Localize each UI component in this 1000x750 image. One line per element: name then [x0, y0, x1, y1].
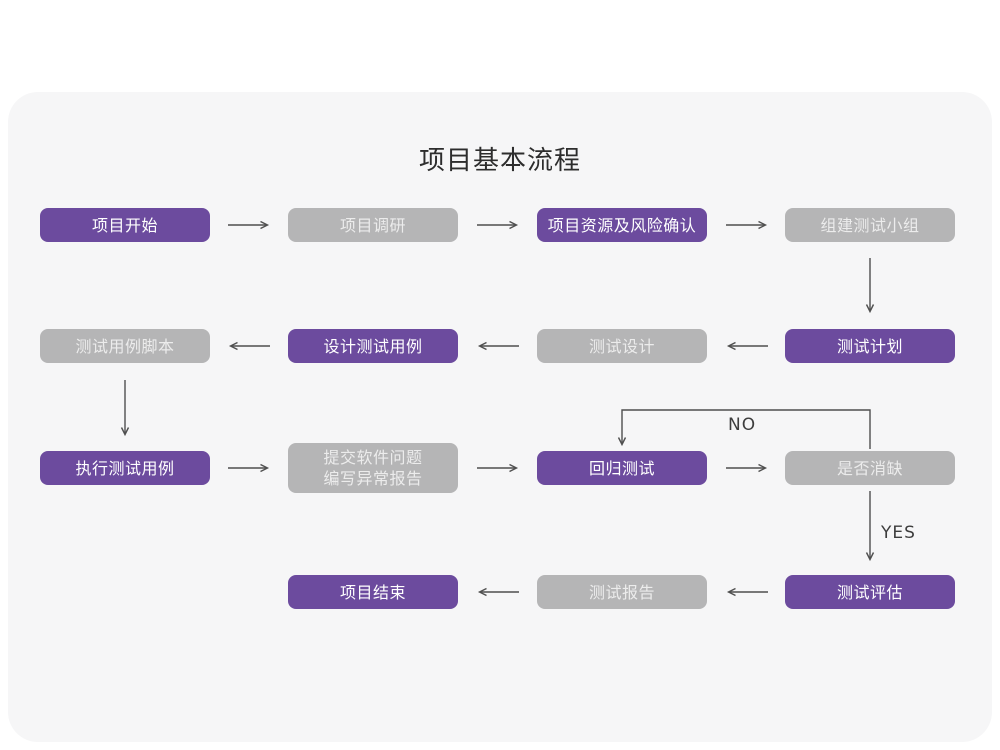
- node-label: 测试用例脚本: [75, 336, 175, 356]
- diagram-title: 项目基本流程: [418, 146, 581, 176]
- node-label: 是否消缺: [836, 458, 903, 478]
- node-label: 组建测试小组: [820, 215, 920, 235]
- node-label: 项目开始: [91, 215, 158, 235]
- flow-node-defect-cleared: 是否消缺: [785, 451, 955, 485]
- flow-node-test-plan: 测试计划: [785, 329, 955, 363]
- node-label: 执行测试用例: [75, 458, 175, 478]
- node-label-line1: 提交软件问题: [323, 448, 423, 467]
- node-label: 测试评估: [836, 582, 903, 602]
- node-label: 项目结束: [339, 582, 406, 602]
- node-label: 回归测试: [588, 458, 655, 478]
- flow-node-test-design: 测试设计: [537, 329, 707, 363]
- flow-node-test-evaluation: 测试评估: [785, 575, 955, 609]
- node-label: 设计测试用例: [323, 336, 423, 356]
- flowchart-card: [8, 92, 992, 742]
- flow-node-execute-cases: 执行测试用例: [40, 451, 210, 485]
- flow-node-project-research: 项目调研: [288, 208, 458, 242]
- flow-node-design-cases: 设计测试用例: [288, 329, 458, 363]
- flow-node-submit-issues: 提交软件问题 编写异常报告: [288, 443, 458, 493]
- node-label: 测试计划: [836, 336, 903, 356]
- flow-node-resource-risk: 项目资源及风险确认: [537, 208, 707, 242]
- node-label-line2: 编写异常报告: [323, 469, 423, 488]
- yes-branch-label: YES: [881, 523, 916, 543]
- flow-node-project-start: 项目开始: [40, 208, 210, 242]
- node-label: 测试报告: [588, 582, 655, 602]
- flow-node-build-team: 组建测试小组: [785, 208, 955, 242]
- flow-node-test-report: 测试报告: [537, 575, 707, 609]
- flow-node-case-script: 测试用例脚本: [40, 329, 210, 363]
- node-label: 测试设计: [588, 336, 655, 356]
- flow-node-project-end: 项目结束: [288, 575, 458, 609]
- flow-node-regression-test: 回归测试: [537, 451, 707, 485]
- no-branch-label: NO: [728, 415, 757, 435]
- node-label: 项目调研: [339, 215, 406, 235]
- node-label: 项目资源及风险确认: [547, 215, 697, 235]
